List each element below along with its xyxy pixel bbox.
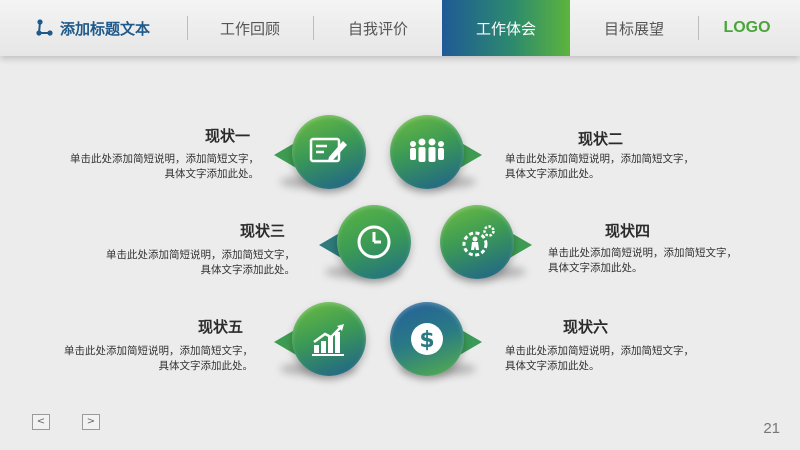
bar-chart-growth-icon bbox=[312, 324, 344, 356]
item-desc-5: 单击此处添加简短说明，添加简短文字，具体文字添加此处。 bbox=[64, 345, 253, 372]
item-title-2: 现状二 bbox=[578, 130, 624, 148]
item-desc-6: 单击此处添加简短说明，添加简短文字，具体文字添加此处。 bbox=[505, 345, 694, 372]
clock-icon bbox=[357, 225, 391, 259]
item-desc-3: 单击此处添加简短说明，添加简短文字，具体文字添加此处。 bbox=[106, 249, 295, 276]
certificate-pen-icon bbox=[309, 137, 347, 163]
bubble-3 bbox=[315, 205, 411, 285]
dollar-coin-icon: $ bbox=[411, 323, 443, 355]
item-title-1: 现状一 bbox=[205, 127, 251, 145]
share-node-icon bbox=[36, 19, 53, 36]
tab-work-review[interactable]: 工作回顾 bbox=[219, 19, 280, 38]
bubble-6: $ bbox=[390, 302, 486, 382]
item-desc-4: 单击此处添加简短说明，添加简短文字，具体文字添加此处。 bbox=[548, 247, 737, 274]
nav-divider bbox=[698, 16, 699, 40]
bubble-4 bbox=[440, 205, 536, 285]
logo: LOGO bbox=[723, 19, 771, 36]
gears-person-icon bbox=[462, 225, 495, 257]
next-slide-button[interactable]: > bbox=[82, 414, 100, 430]
tab-work-experience[interactable]: 工作体会 bbox=[442, 0, 570, 56]
people-group-icon bbox=[410, 138, 444, 162]
item-title-4: 现状四 bbox=[605, 222, 651, 240]
brand-title: 添加标题文本 bbox=[60, 19, 151, 38]
page-number: 21 bbox=[763, 420, 780, 437]
item-title-3: 现状三 bbox=[240, 222, 286, 240]
nav-divider bbox=[313, 16, 314, 40]
prev-slide-button[interactable]: < bbox=[32, 414, 50, 430]
brand[interactable]: 添加标题文本 bbox=[34, 0, 150, 56]
bubble-2 bbox=[390, 115, 486, 195]
item-desc-2: 单击此处添加简短说明，添加简短文字，具体文字添加此处。 bbox=[505, 153, 694, 180]
item-title-5: 现状五 bbox=[198, 318, 244, 336]
svg-text:$: $ bbox=[419, 328, 434, 353]
bubble-1 bbox=[270, 115, 366, 195]
top-nav-bar: 添加标题文本 工作回顾 自我评价 工作体会 目标展望 LOGO bbox=[0, 0, 800, 56]
item-desc-1: 单击此处添加简短说明，添加简短文字，具体文字添加此处。 bbox=[70, 153, 259, 180]
nav-divider bbox=[187, 16, 188, 40]
tab-goal-outlook[interactable]: 目标展望 bbox=[603, 19, 664, 38]
item-title-6: 现状六 bbox=[563, 318, 609, 336]
bubble-5 bbox=[270, 302, 366, 382]
tab-self-evaluation[interactable]: 自我评价 bbox=[347, 19, 408, 38]
